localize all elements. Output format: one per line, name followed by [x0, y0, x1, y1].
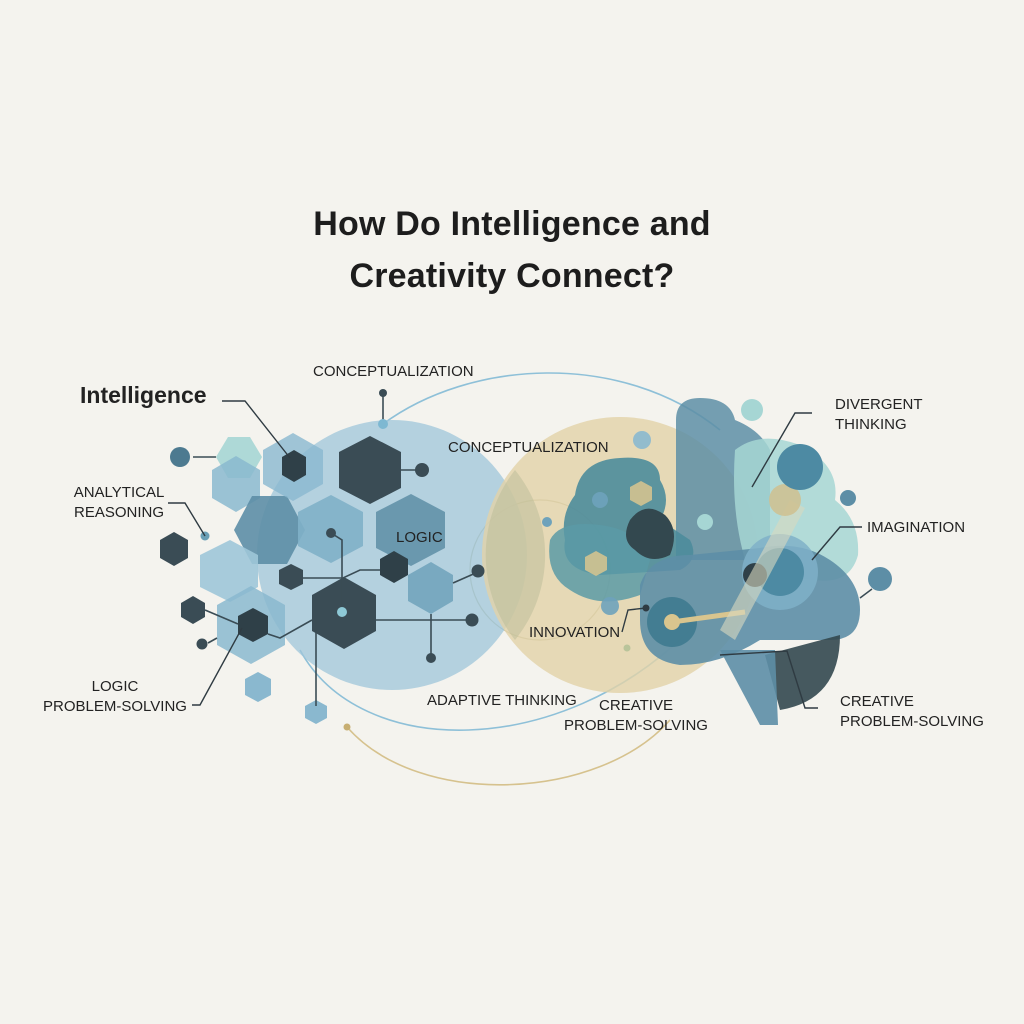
connector-nodes: [170, 389, 485, 663]
title-line-1: How Do Intelligence and: [313, 205, 711, 243]
creative-problem-solving-right-label: CREATIVE PROBLEM-SOLVING: [840, 692, 984, 732]
logic-problem-solving-label: LOGIC PROBLEM-SOLVING: [40, 677, 190, 717]
page-title: How Do Intelligence and Creativity Conne…: [0, 198, 1024, 302]
creative-problem-solving-right-line-1: CREATIVE: [840, 693, 914, 710]
creative-problem-solving-center-line-1: CREATIVE: [599, 697, 673, 714]
conceptualization-center-label: CONCEPTUALIZATION: [448, 439, 609, 456]
label-leader-lines: [168, 400, 862, 709]
divergent-thinking-line-2: THINKING: [835, 416, 907, 433]
logic-problem-solving-line-1: LOGIC: [91, 678, 139, 695]
creative-problem-solving-center-label: CREATIVE PROBLEM-SOLVING: [558, 696, 714, 736]
divergent-thinking-line-1: DIVERGENT: [835, 396, 923, 413]
logic-inner-label: LOGIC: [396, 529, 443, 546]
logic-problem-solving-line-2: PROBLEM-SOLVING: [43, 698, 187, 715]
intelligence-heading: Intelligence: [80, 382, 207, 408]
creative-problem-solving-right-line-2: PROBLEM-SOLVING: [840, 713, 984, 730]
creativity-blob-cluster: [542, 398, 892, 725]
innovation-label: INNOVATION: [529, 624, 621, 641]
title-line-2: Creativity Connect?: [349, 257, 675, 295]
analytical-reasoning-label: ANALYTICAL REASONING: [64, 483, 174, 523]
imagination-label: IMAGINATION: [867, 519, 966, 536]
analytical-reasoning-line-2: REASONING: [73, 504, 164, 521]
adaptive-thinking-label: ADAPTIVE THINKING: [427, 692, 577, 709]
conceptualization-top-label: CONCEPTUALIZATION: [313, 363, 474, 380]
analytical-reasoning-line-1: ANALYTICAL: [73, 484, 165, 501]
divergent-thinking-label: DIVERGENT THINKING: [835, 395, 923, 435]
creative-problem-solving-center-line-2: PROBLEM-SOLVING: [564, 717, 708, 734]
